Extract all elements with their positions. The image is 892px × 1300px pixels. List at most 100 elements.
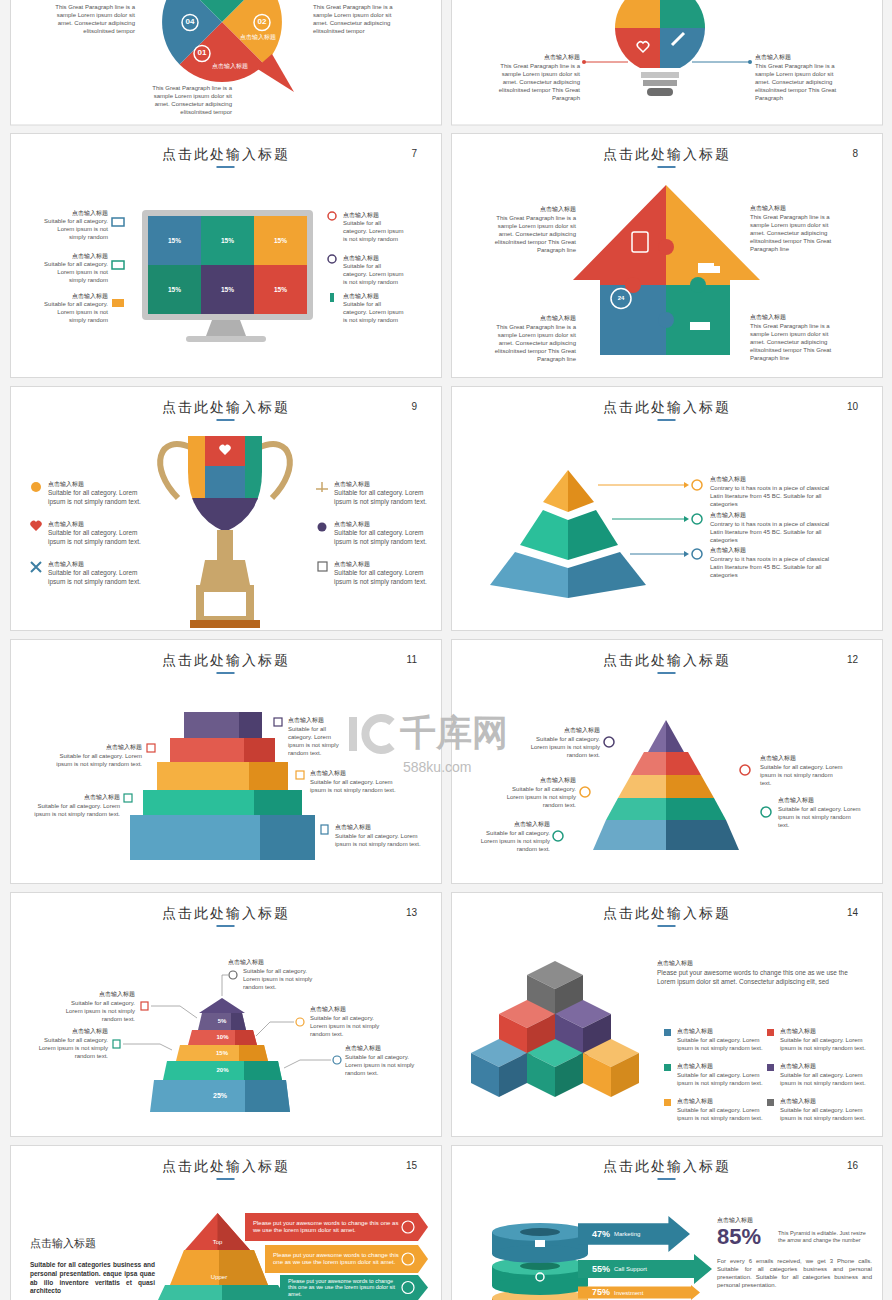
item-heading: 点击输入标题: [780, 1027, 870, 1035]
cylinder-stack: [536, 1273, 544, 1281]
item-body: Suitable for all category. Lorem ipsum i…: [343, 262, 405, 286]
item-body: Suitable for all category. Lorem ipsum i…: [470, 829, 550, 853]
item-heading: 点击输入标题: [343, 292, 405, 300]
figure-label: 点击输入标题: [239, 33, 277, 41]
slide-title: 点击此处输入标题: [10, 651, 441, 669]
stepped-pyramid: [260, 815, 315, 860]
monitor: [148, 216, 307, 314]
trophy: [190, 620, 260, 628]
percent-pyramid: [256, 1022, 294, 1036]
puzzle-house: [658, 312, 674, 328]
item-heading: 点击输入标题: [288, 716, 343, 724]
item-heading: 点击输入标题: [335, 823, 423, 831]
trophy: [204, 592, 246, 616]
shape-text-holder: Please put your awesome words to change …: [280, 1275, 428, 1300]
trophy: [188, 436, 205, 500]
item-heading: 点击输入标题: [334, 560, 432, 568]
monitor: [206, 320, 246, 336]
puzzle-house: [611, 289, 631, 309]
item-heading: 点击输入标题: [488, 314, 576, 322]
node-shape: [148, 265, 201, 314]
page-number: 16: [847, 1160, 858, 1172]
slide-title: 点击此处输入标题: [10, 904, 441, 922]
node-shape: [265, 1245, 428, 1273]
item-heading: 点击输入标题: [677, 1027, 767, 1035]
shape-text-holder: Top: [185, 1213, 250, 1250]
title-underline: [658, 166, 676, 168]
item-heading: 点击输入标题: [488, 205, 576, 213]
lightbulb: [582, 0, 752, 96]
item-body: Suitable for all category. Lorem ipsum i…: [243, 967, 323, 991]
trophy: [219, 445, 230, 455]
stepped-pyramid: [170, 738, 244, 762]
slide-panel: 点击此处输入标题9: [10, 386, 441, 630]
layered-pyramid: [580, 787, 590, 797]
pyramid-three-tier: [684, 482, 689, 488]
title-underline: [658, 1178, 676, 1180]
puzzle-house: [573, 185, 666, 285]
title-underline: [658, 672, 676, 674]
percent-arrow: 75%Investment: [578, 1285, 700, 1300]
pyramid-layer: Upper: [170, 1250, 268, 1285]
node-shape: [201, 265, 254, 314]
shape-text-holder: 15%: [176, 1045, 268, 1061]
pyramid-base-layer: [222, 1285, 288, 1300]
trophy: [188, 436, 262, 538]
slide-title: 点击此处输入标题: [451, 651, 882, 669]
item-body: This Great Paragraph line is a sample Lo…: [750, 322, 838, 362]
item-heading: 点击输入标题: [30, 793, 120, 801]
stepped-pyramid: [124, 794, 132, 802]
shape-text-holder: 15%: [201, 265, 254, 314]
item-body: Suitable for all category. Lorem ipsum i…: [310, 778, 398, 794]
node-shape: [244, 1061, 282, 1080]
page-number: 8: [852, 148, 858, 160]
stepped-pyramid: [157, 762, 249, 790]
node-shape: [188, 1030, 257, 1045]
slide-panel: [11, 893, 442, 1137]
cylinder-stack: [520, 1228, 560, 1236]
shape-label: 20%: [216, 1067, 228, 1074]
monitor: [112, 218, 124, 226]
trophy: [205, 466, 245, 498]
shape-label: 5%: [218, 1018, 227, 1025]
layered-pyramid: [761, 807, 771, 817]
cylinder-stack: [492, 1223, 588, 1241]
slide-title: 点击此处输入标题: [451, 1157, 882, 1175]
stepped-pyramid: [296, 771, 304, 779]
puzzle-house: [698, 263, 714, 273]
item-heading: 点击输入标题: [345, 1044, 425, 1052]
cube-stack: [664, 1064, 671, 1071]
page-number: 10: [847, 401, 858, 413]
layered-pyramid: [618, 775, 666, 798]
shape-label: 15%: [274, 286, 287, 293]
puzzle-piece: 15%: [254, 265, 307, 314]
cube-stack: [767, 1099, 774, 1106]
shape-text-holder: 55%Call Support: [578, 1254, 712, 1284]
shape-text-holder: 47%Marketing: [578, 1216, 690, 1252]
item-heading: 点击输入标题: [48, 480, 146, 488]
puzzle-house: [714, 266, 720, 273]
shape-label: 15%: [168, 237, 181, 244]
slide-panel: [11, 640, 442, 884]
item-heading: 点击输入标题: [780, 1097, 870, 1105]
monitor: [112, 299, 124, 307]
item-heading: 点击输入标题: [496, 776, 576, 784]
page-number: 9: [411, 401, 417, 413]
pyramid-base-layer: [158, 1285, 288, 1300]
item-body: Suitable for all category. Lorem ipsum i…: [677, 1071, 767, 1087]
puzzle-house: [690, 322, 710, 330]
puzzle-house: [666, 285, 730, 355]
pyramid-three-tier: [684, 551, 689, 557]
puzzle-house: [600, 285, 666, 355]
layered-pyramid: [648, 720, 666, 752]
item-body: Suitable for all category. Lorem ipsum i…: [55, 999, 135, 1023]
slide-panel: [11, 134, 442, 378]
item-body: Suitable for all category. Lorem ipsum i…: [520, 735, 600, 759]
page-number: 13: [406, 907, 417, 919]
item-heading: 点击输入标题: [750, 204, 838, 212]
node-shape: [578, 1285, 700, 1300]
item-body: Suitable for all category. Lorem ipsum i…: [30, 802, 120, 818]
trophy: [316, 482, 328, 492]
